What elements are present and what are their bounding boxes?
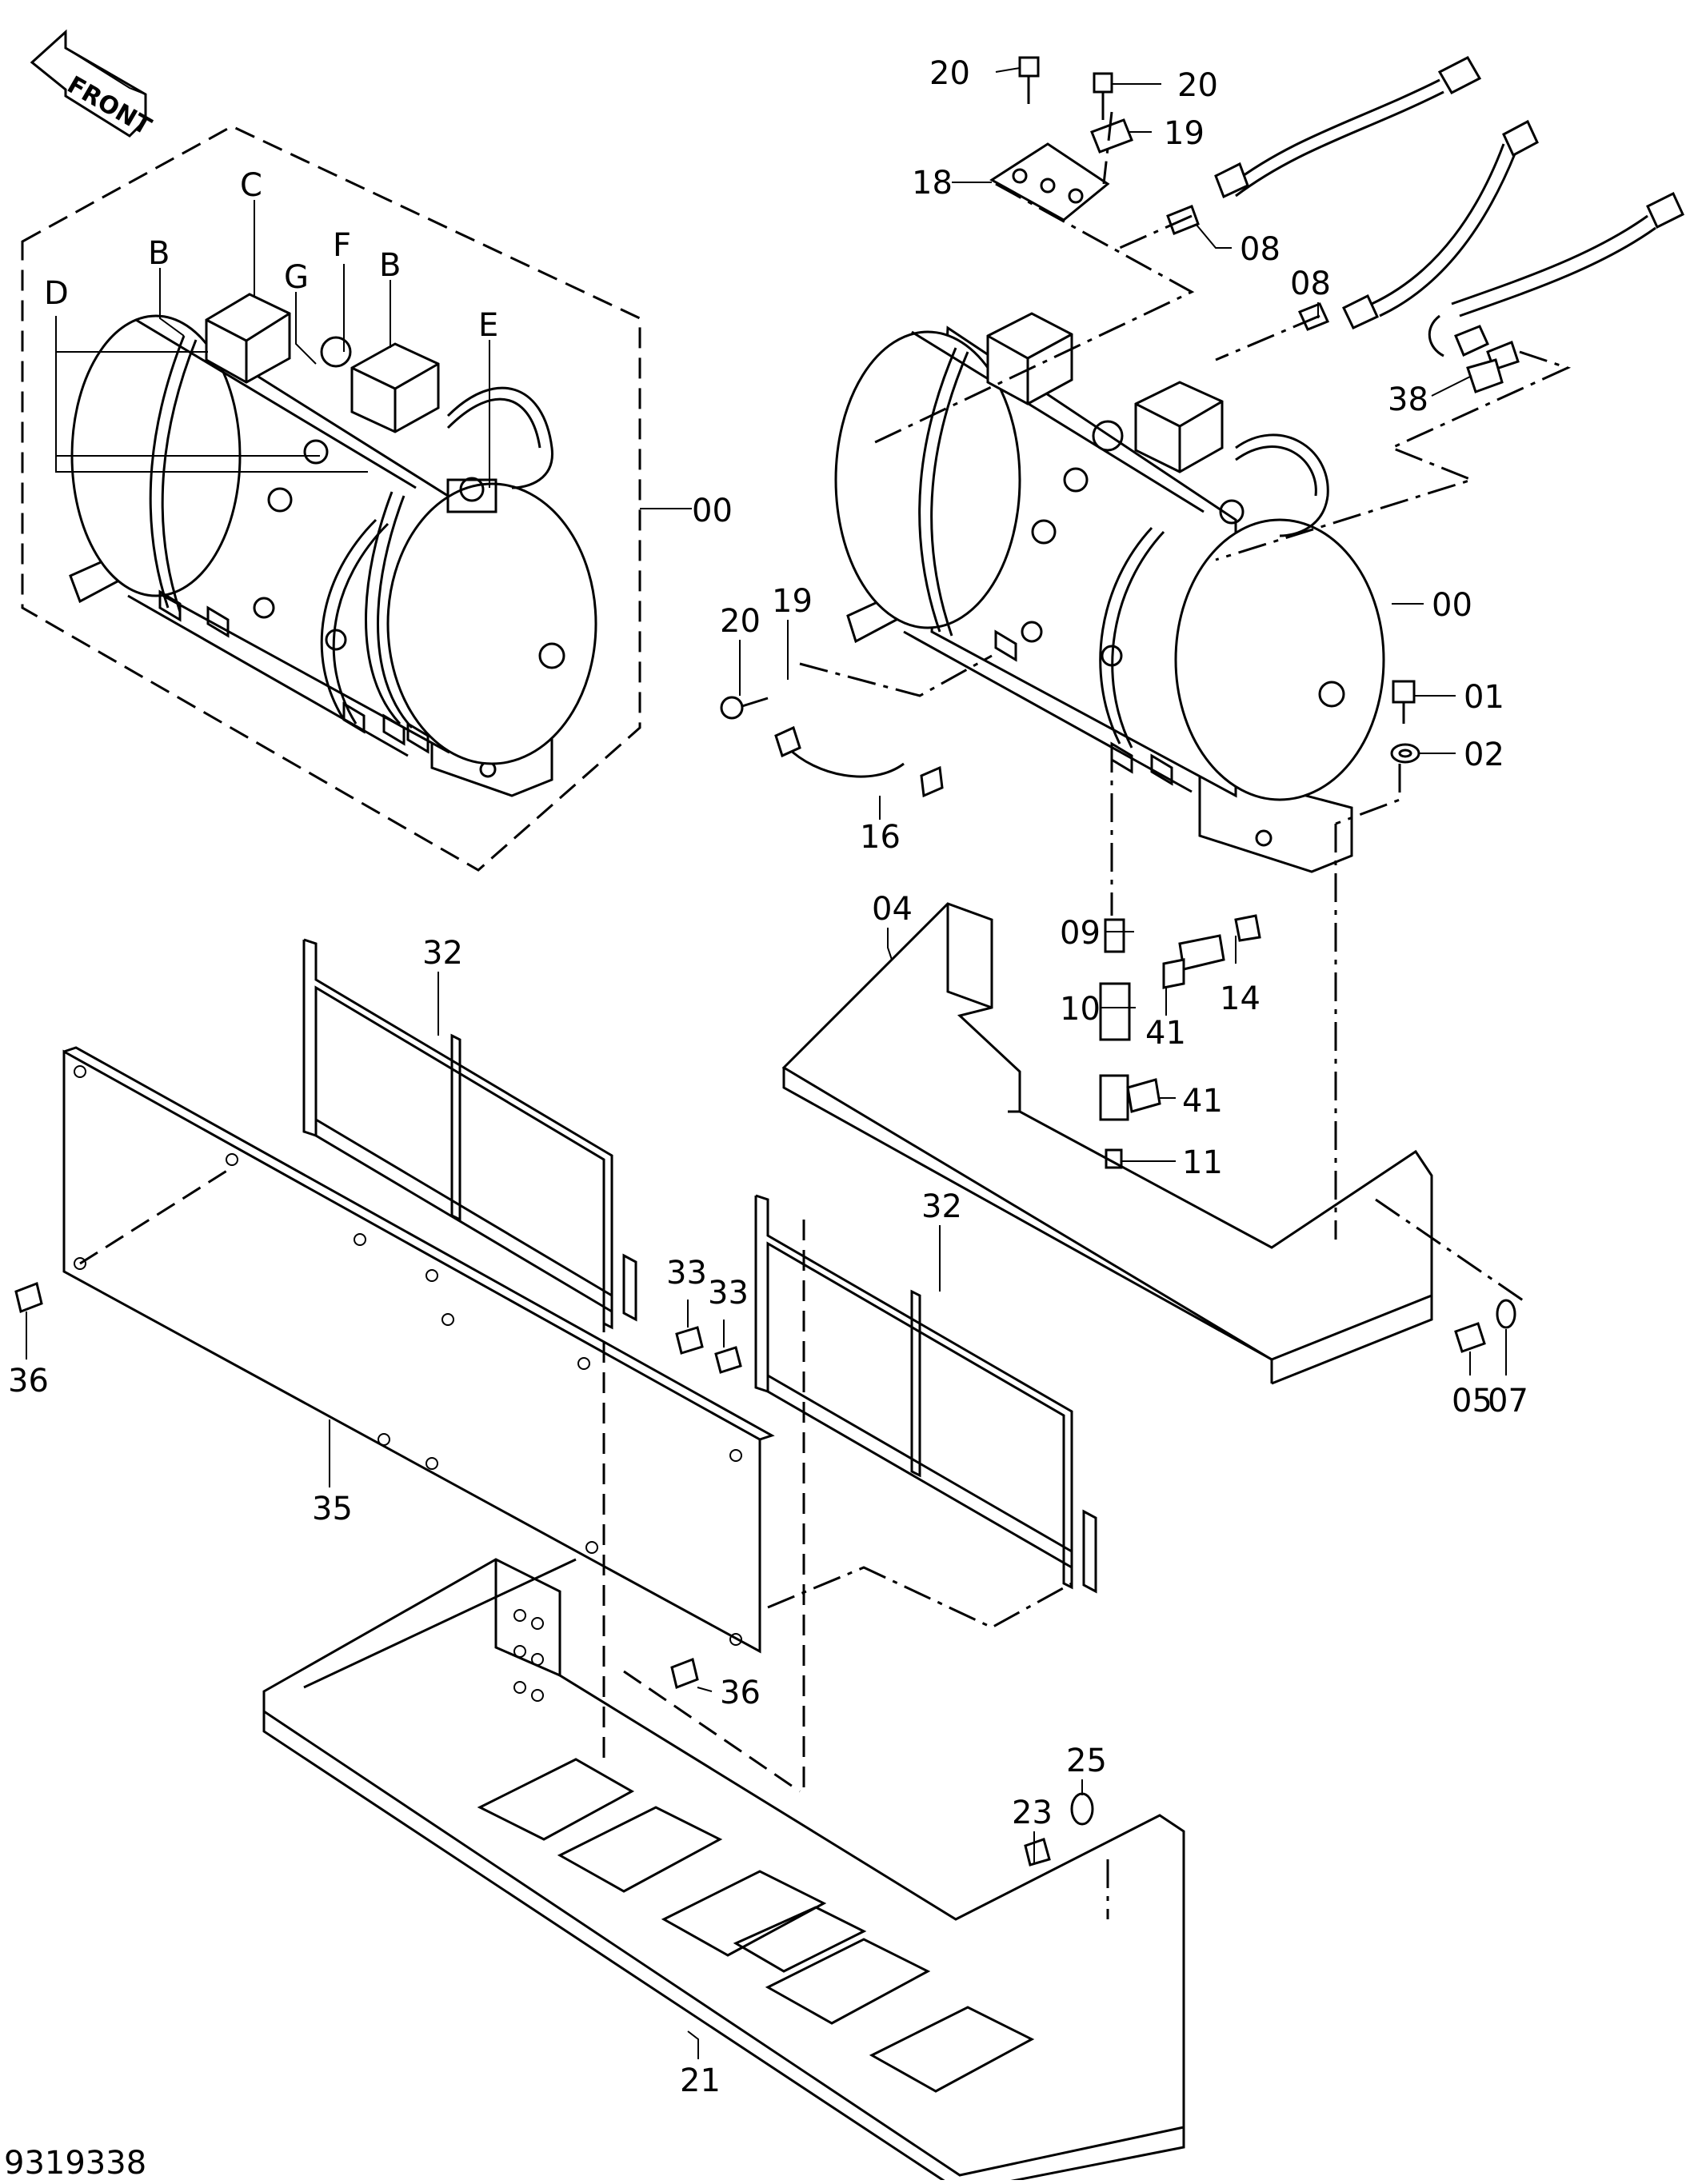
port-letter-b-right: B xyxy=(379,247,401,284)
port-letter-c: C xyxy=(240,167,262,204)
callout-14: 14 xyxy=(1220,980,1261,1017)
callout-41-upper: 41 xyxy=(1145,1015,1186,1052)
callout-10: 10 xyxy=(1060,991,1101,1028)
callout-33-right: 33 xyxy=(708,1275,749,1312)
callout-38: 38 xyxy=(1388,381,1428,418)
frame-32-left xyxy=(302,938,637,1330)
drawing-number: 9319338 xyxy=(4,2145,146,2180)
port-letter-e: E xyxy=(478,307,498,344)
callout-05: 05 xyxy=(1452,1383,1492,1419)
callout-08-lower: 08 xyxy=(1290,266,1331,302)
callout-19-middle: 19 xyxy=(772,583,813,620)
callout-16: 16 xyxy=(860,819,901,856)
callout-20-top-left: 20 xyxy=(929,55,970,92)
callout-18: 18 xyxy=(912,165,953,202)
callout-32-right: 32 xyxy=(921,1188,962,1225)
callout-23: 23 xyxy=(1012,1795,1053,1831)
port-letters: B C D G F B E xyxy=(44,167,498,344)
callout-07: 07 xyxy=(1488,1383,1528,1419)
callout-36-lower: 36 xyxy=(720,1675,761,1711)
callout-08-upper: 08 xyxy=(1240,231,1280,268)
right-air-tank-assembly xyxy=(834,312,1385,873)
base-frame-21 xyxy=(262,1558,1185,2184)
callout-25: 25 xyxy=(1066,1743,1107,1779)
alignment-lines xyxy=(79,111,1572,1919)
callout-numbers: 20 20 19 18 08 08 38 00 00 01 02 19 20 1… xyxy=(8,55,1528,2099)
left-air-tank-assembly xyxy=(69,293,597,797)
front-label: FRONT xyxy=(62,71,156,142)
callout-33-left: 33 xyxy=(666,1255,707,1292)
small-parts xyxy=(14,56,1516,1867)
port-letter-g: G xyxy=(284,259,309,296)
callout-00-right: 00 xyxy=(1432,587,1472,624)
callout-09: 09 xyxy=(1060,915,1101,952)
callout-02: 02 xyxy=(1464,737,1504,773)
callout-11: 11 xyxy=(1182,1144,1223,1181)
support-bracket-04 xyxy=(781,902,1433,1385)
port-leaders xyxy=(55,200,692,509)
callout-36-left: 36 xyxy=(8,1363,49,1399)
callout-00-left: 00 xyxy=(692,493,733,529)
hoses xyxy=(1214,56,1684,371)
front-arrow: FRONT xyxy=(30,29,156,142)
callout-32-left: 32 xyxy=(422,935,463,972)
callout-35: 35 xyxy=(312,1491,353,1527)
assembly-boundary xyxy=(21,125,641,872)
callout-19-top: 19 xyxy=(1164,115,1205,152)
callout-41-lower: 41 xyxy=(1182,1083,1223,1120)
port-letter-b-left: B xyxy=(148,235,170,272)
callout-leaders xyxy=(26,67,1507,2059)
port-letter-d: D xyxy=(44,275,69,312)
callout-20-middle: 20 xyxy=(720,603,761,640)
cover-panel-35 xyxy=(62,1046,775,1654)
frame-32-right xyxy=(754,1194,1097,1594)
port-letter-f: F xyxy=(333,227,351,264)
callout-20-top-right: 20 xyxy=(1177,67,1218,104)
callout-21: 21 xyxy=(680,2062,721,2099)
callout-04: 04 xyxy=(872,891,913,928)
callout-01: 01 xyxy=(1464,679,1504,716)
